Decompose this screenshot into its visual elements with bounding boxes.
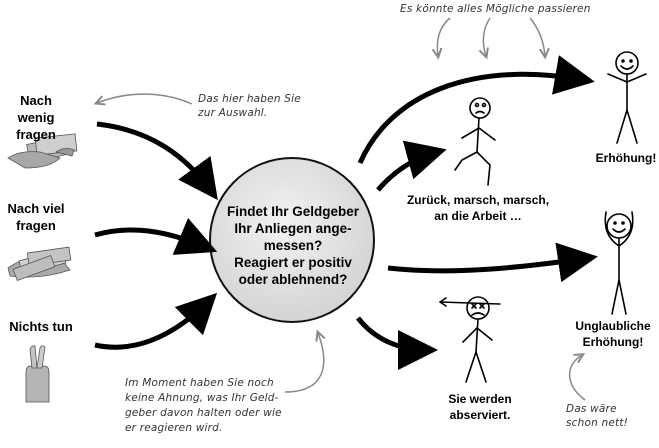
- option-label-few: Nach wenig fragen: [16, 93, 56, 142]
- note-would-be-nice: Das wäre schon nett!: [566, 403, 629, 429]
- option-label-nothing: Nichts tun: [9, 319, 73, 334]
- money-handover-icon: [7, 133, 78, 169]
- arrow-outcome-4: [356, 316, 438, 370]
- note-arrow-possibilities-1: [437, 17, 451, 56]
- arrow-option-1: [96, 121, 218, 201]
- option-label-many: Nach viel fragen: [7, 201, 65, 233]
- note-arrow-no-idea: [284, 333, 324, 393]
- note-arrow-selection: [97, 93, 193, 104]
- outcome-label-raise: Erhöhung!: [595, 151, 657, 165]
- note-no-idea: Im Moment haben Sie noch keine Ahnung, w…: [125, 377, 282, 434]
- happy-stick-figure-icon: [607, 51, 647, 144]
- running-stick-figure-icon: [454, 97, 496, 186]
- arrow-hit-stick-figure-icon: [439, 296, 501, 383]
- money-pile-icon: [7, 246, 72, 281]
- outcome-label-back-to-work: Zurück, marsch, marsch, an die Arbeit …: [406, 193, 550, 223]
- note-arrow-possibilities-3: [529, 17, 545, 56]
- cheering-stick-figure-icon: [604, 211, 634, 315]
- note-selection: Das hier haben Sie zur Auswahl.: [198, 93, 301, 119]
- outcome-label-dismissed: Sie werden abserviert.: [448, 392, 512, 422]
- note-possibilities: Es könnte alles Mögliche passieren: [400, 3, 591, 15]
- arrow-outcome-2: [376, 140, 447, 192]
- arrow-outcome-1: [357, 55, 595, 165]
- note-arrow-possibilities-2: [483, 17, 491, 56]
- crossed-fingers-icon: [25, 345, 50, 403]
- arrow-outcome-3: [387, 242, 598, 283]
- center-question: Findet Ihr Geldgeber Ihr Anliegen ange- …: [226, 204, 359, 287]
- arrow-option-3: [94, 292, 218, 350]
- arrow-option-2: [94, 217, 218, 255]
- outcome-label-big-raise: Unglaubliche Erhöhung!: [575, 319, 651, 349]
- note-arrow-would-be-nice: [568, 355, 586, 401]
